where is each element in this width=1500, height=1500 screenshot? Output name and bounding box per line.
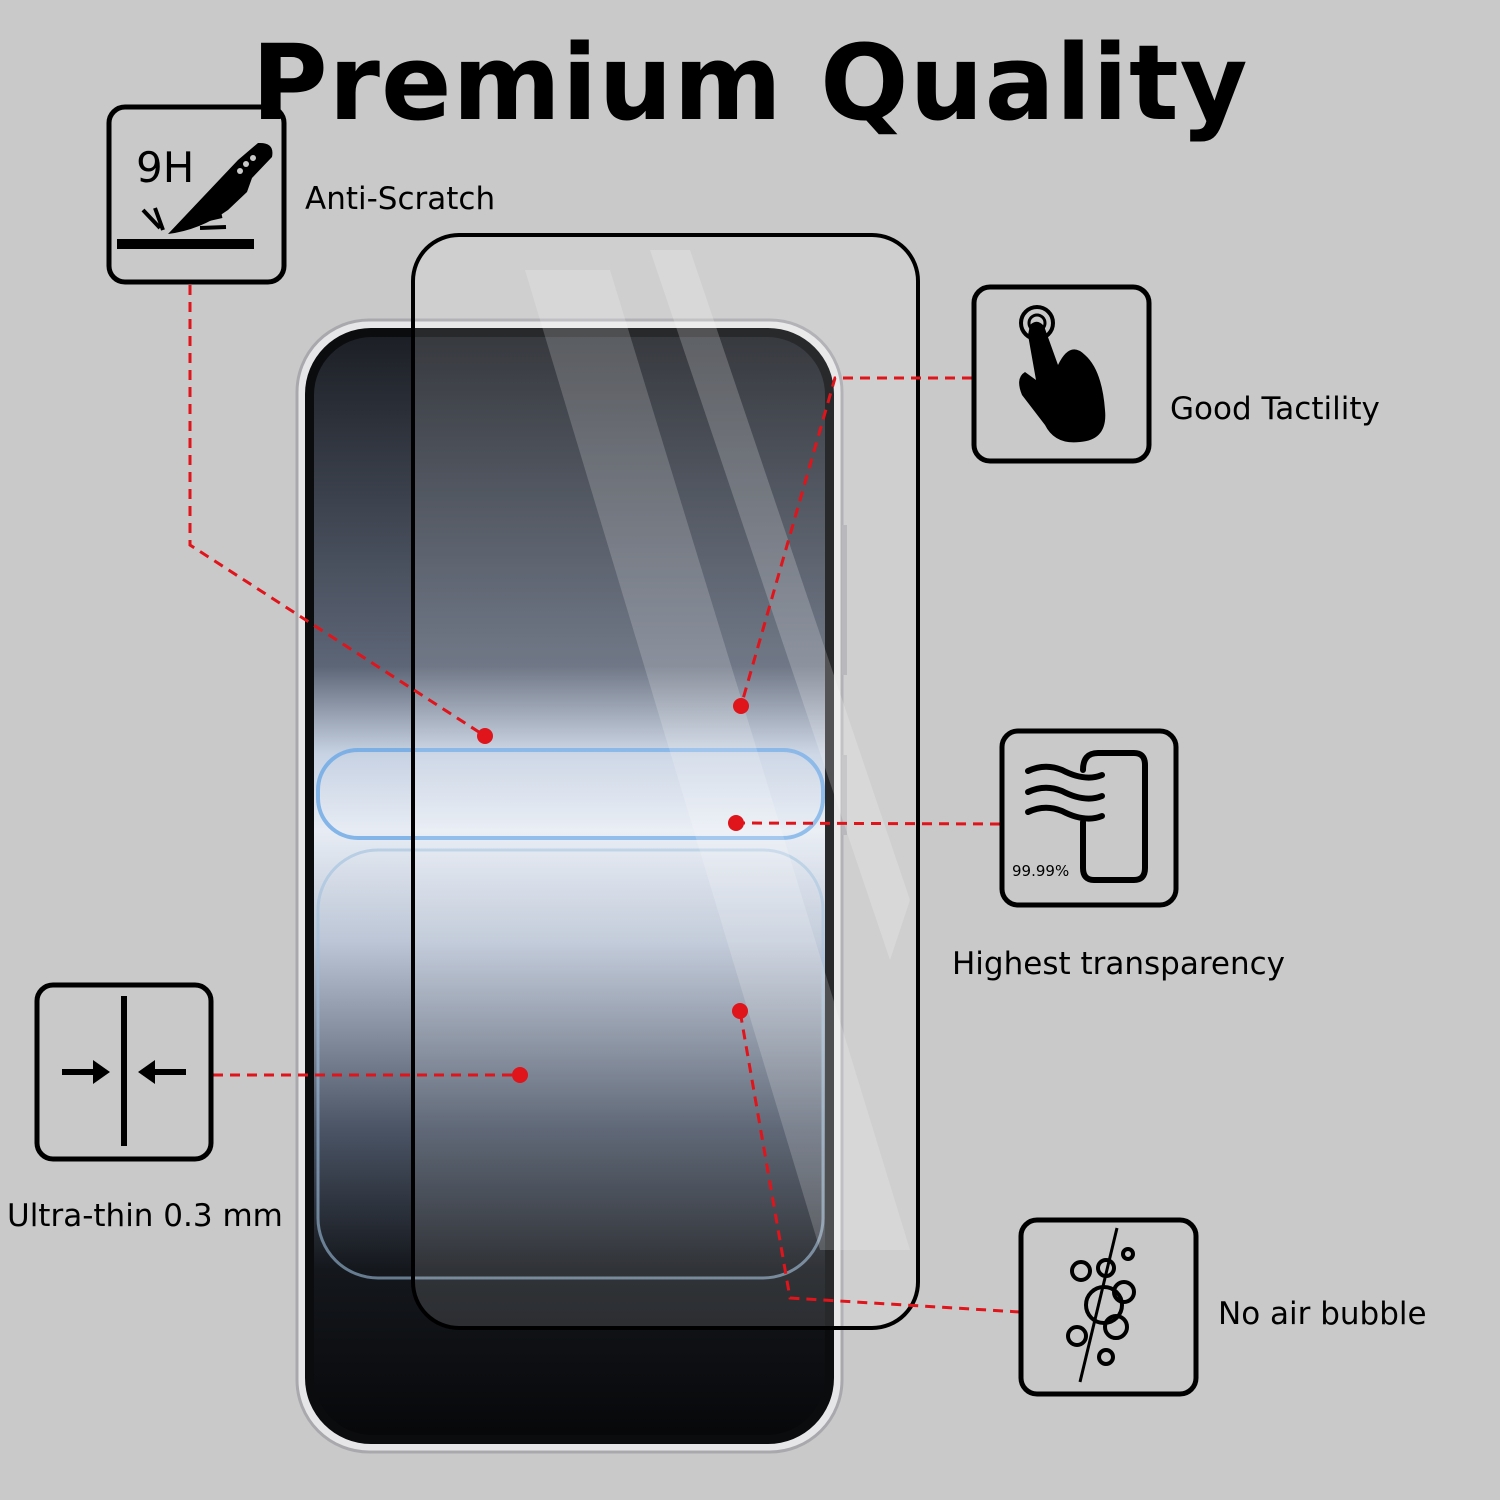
label-highest-transparency: Highest transparency: [952, 946, 1286, 982]
touch-hand-icon: [1019, 305, 1106, 443]
label-anti-scratch: Anti-Scratch: [305, 181, 496, 217]
transparency-phone-icon: [1025, 750, 1148, 883]
marker-dots: [477, 698, 749, 1083]
phone: [295, 318, 847, 1454]
label-ultra-thin: Ultra-thin 0.3 mm: [7, 1198, 283, 1234]
thin-arrows-icon: [62, 996, 186, 1146]
bubbles-icon: [1066, 1227, 1136, 1383]
leader-lines: [188, 285, 1021, 1314]
ultra-thin-box: [34, 982, 214, 1162]
label-good-tactility: Good Tactility: [1170, 391, 1380, 427]
label-no-air-bubble: No air bubble: [1218, 1296, 1427, 1332]
hardness-badge: 9H: [136, 143, 194, 192]
knife-scratch-icon: 9H: [117, 142, 273, 249]
page-title: Premium Quality: [251, 22, 1249, 144]
tactility-box: [971, 284, 1152, 464]
bubble-box: [1018, 1217, 1199, 1397]
anti-scratch-box: [106, 104, 287, 285]
transparency-badge: 99.99%: [1012, 862, 1069, 880]
transparency-box: [999, 728, 1179, 908]
glass-protector: [411, 233, 920, 1330]
